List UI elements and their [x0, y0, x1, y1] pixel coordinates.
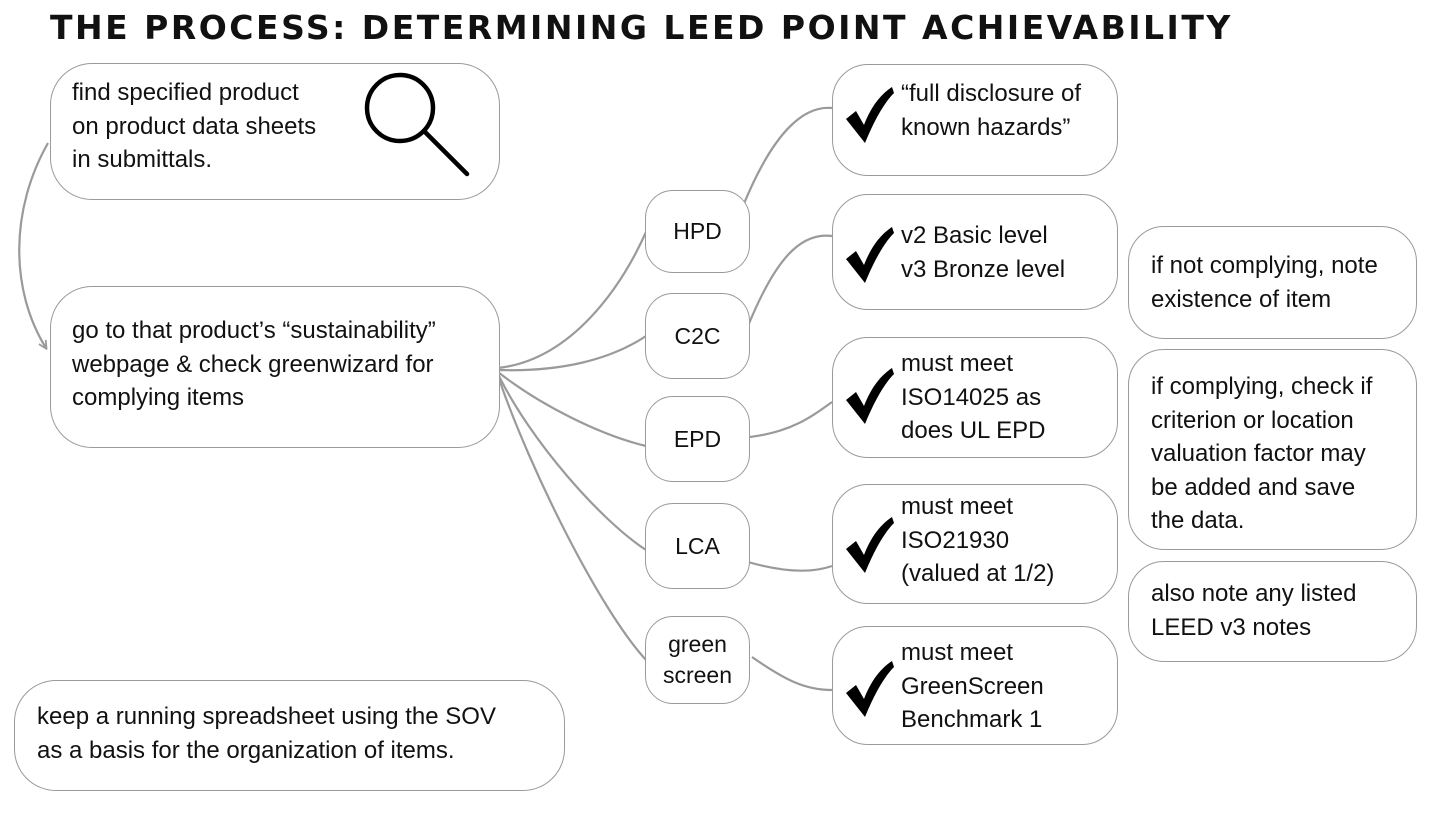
category-hpd: HPD — [645, 190, 750, 273]
step-find-product: find specified product on product data s… — [50, 63, 500, 200]
category-epd-label: EPD — [673, 425, 722, 452]
connector-goto-greenscreen — [496, 375, 647, 661]
connector-hpd-requirement — [741, 106, 833, 207]
checkmark-icon — [846, 661, 894, 717]
category-lca: LCA — [645, 503, 750, 589]
requirement-lca-text: must meet ISO21930 (valued at 1/2) — [901, 493, 1055, 587]
magnifier-icon — [364, 72, 470, 177]
step-check-greenwizard-text: go to that product’s “sustainability” we… — [72, 317, 436, 411]
requirement-greenscreen-text: must meet GreenScreen Benchmark 1 — [901, 639, 1044, 733]
requirement-c2c-text: v2 Basic level v3 Bronze level — [901, 222, 1066, 283]
connector-greenscreen-requirement — [751, 656, 833, 692]
requirement-c2c: v2 Basic level v3 Bronze level — [832, 194, 1118, 310]
requirement-hpd: “full disclosure of known hazards” — [832, 64, 1118, 176]
requirement-epd-text: must meet ISO14025 as does UL EPD — [901, 350, 1046, 444]
requirement-epd: must meet ISO14025 as does UL EPD — [832, 337, 1118, 458]
connector-goto-c2c — [497, 335, 647, 372]
note-complying: if complying, check if criterion or loca… — [1128, 349, 1417, 550]
category-greenscreen-label: green screen — [662, 631, 733, 688]
category-c2c-label: C2C — [674, 322, 721, 349]
note-not-complying: if not complying, note existence of item — [1128, 226, 1417, 339]
category-epd: EPD — [645, 396, 750, 482]
step-find-product-text: find specified product on product data s… — [72, 79, 317, 173]
step-running-spreadsheet-text: keep a running spreadsheet using the SOV… — [37, 703, 496, 764]
connector-goto-hpd — [497, 231, 648, 370]
note-leed-v3: also note any listed LEED v3 notes — [1128, 561, 1417, 662]
note-complying-text: if complying, check if criterion or loca… — [1151, 373, 1373, 534]
note-leed-v3-text: also note any listed LEED v3 notes — [1151, 580, 1357, 641]
connector-goto-lca — [497, 373, 647, 551]
requirement-lca: must meet ISO21930 (valued at 1/2) — [832, 484, 1118, 604]
connector-lca-requirement — [747, 560, 833, 572]
checkmark-icon — [846, 227, 894, 283]
requirement-hpd-text: “full disclosure of known hazards” — [901, 80, 1082, 141]
note-not-complying-text: if not complying, note existence of item — [1151, 252, 1378, 313]
checkmark-icon — [846, 87, 894, 143]
arrow-find-to-goto — [18, 142, 49, 348]
connector-goto-epd — [497, 371, 647, 448]
checkmark-icon — [846, 368, 894, 424]
page-title: THE PROCESS: DETERMINING LEED POINT ACHI… — [50, 8, 1233, 47]
category-greenscreen: green screen — [645, 616, 750, 704]
checkmark-icon — [846, 517, 894, 573]
category-lca-label: LCA — [675, 532, 720, 559]
category-hpd-label: HPD — [673, 218, 722, 244]
step-running-spreadsheet: keep a running spreadsheet using the SOV… — [14, 680, 565, 791]
category-c2c: C2C — [645, 293, 750, 379]
connector-c2c-requirement — [746, 234, 833, 327]
connector-epd-requirement — [749, 401, 833, 439]
requirement-greenscreen: must meet GreenScreen Benchmark 1 — [832, 626, 1118, 745]
step-check-greenwizard: go to that product’s “sustainability” we… — [50, 286, 500, 448]
